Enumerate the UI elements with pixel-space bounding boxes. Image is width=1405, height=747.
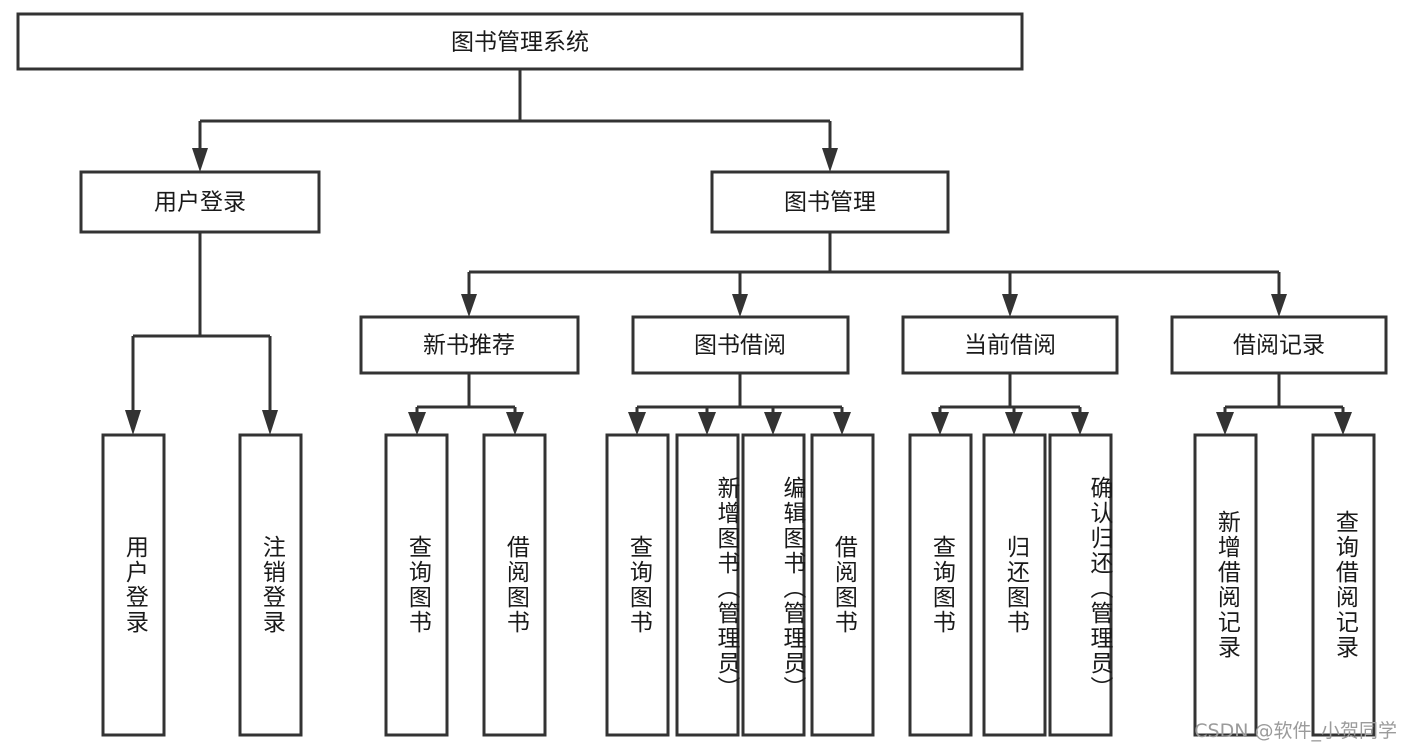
leaf-borrow-book-2-box[interactable] xyxy=(810,433,875,737)
connector-group-book-borrow xyxy=(628,373,851,435)
leaf-borrow-book-1-box[interactable] xyxy=(482,433,547,737)
node-borrow-record-label: 借阅记录 xyxy=(1233,333,1325,359)
arrowhead-leaf-add-book-admin xyxy=(698,412,716,435)
leaf-confirm-return-admin-box[interactable] xyxy=(1048,433,1113,737)
arrowhead-current-borrow xyxy=(1002,294,1018,317)
leaf-query-book-2-box[interactable] xyxy=(605,433,670,737)
node-user-login-box[interactable] xyxy=(79,170,321,234)
leaf-query-book-3-box[interactable] xyxy=(908,433,973,737)
node-new-book-recommend-label: 新书推荐 xyxy=(423,333,515,359)
arrowhead-leaf-logout-login xyxy=(262,410,278,435)
connector-group-root xyxy=(192,69,838,172)
node-root-box[interactable] xyxy=(16,12,1024,71)
node-book-management-box[interactable] xyxy=(710,170,950,234)
arrowhead-leaf-query-book-2 xyxy=(628,412,646,435)
leaf-boxes-group xyxy=(101,433,1376,737)
node-current-borrow-box[interactable] xyxy=(901,315,1119,375)
arrowhead-leaf-user-login xyxy=(125,410,141,435)
arrowhead-book-borrow xyxy=(732,294,748,317)
arrowhead-leaf-add-borrow-record xyxy=(1216,412,1234,435)
connector-group-borrow-record xyxy=(1216,373,1352,435)
node-user-login[interactable]: 用户登录 xyxy=(79,170,321,234)
node-book-borrow-label: 图书借阅 xyxy=(694,333,786,359)
leaf-edit-book-admin-box[interactable] xyxy=(741,433,806,737)
connector-group-book-management xyxy=(461,232,1287,317)
arrowhead-book-management xyxy=(822,148,838,172)
arrowhead-leaf-query-borrow-record xyxy=(1334,412,1352,435)
node-borrow-record[interactable]: 借阅记录 xyxy=(1170,315,1388,375)
leaf-return-book-box[interactable] xyxy=(982,433,1047,737)
node-borrow-record-box[interactable] xyxy=(1170,315,1388,375)
arrowhead-leaf-query-book-3 xyxy=(931,412,949,435)
arrowhead-leaf-confirm-return-admin xyxy=(1071,412,1089,435)
node-current-borrow[interactable]: 当前借阅 xyxy=(901,315,1119,375)
arrowhead-leaf-borrow-book-1 xyxy=(506,412,524,435)
node-book-management-label: 图书管理 xyxy=(784,190,876,216)
node-user-login-label: 用户登录 xyxy=(154,190,246,216)
connector-group-current-borrow xyxy=(931,373,1089,435)
node-root-label: 图书管理系统 xyxy=(451,30,589,56)
arrowhead-leaf-borrow-book-2 xyxy=(833,412,851,435)
connector-group-user-login xyxy=(125,232,278,435)
node-book-management[interactable]: 图书管理 xyxy=(710,170,950,234)
node-book-borrow[interactable]: 图书借阅 xyxy=(631,315,850,375)
arrowhead-leaf-edit-book-admin xyxy=(764,412,782,435)
node-book-borrow-box[interactable] xyxy=(631,315,850,375)
arrowhead-borrow-record xyxy=(1271,294,1287,317)
node-root[interactable]: 图书管理系统 xyxy=(16,12,1024,71)
leaf-query-borrow-record-box[interactable] xyxy=(1311,433,1376,737)
leaf-logout-login-box[interactable] xyxy=(238,433,303,737)
leaf-query-book-1-box[interactable] xyxy=(384,433,449,737)
arrowhead-user-login xyxy=(192,148,208,172)
arrowhead-leaf-query-book-1 xyxy=(408,412,426,435)
leaf-user-login-box[interactable] xyxy=(101,433,166,737)
leaf-add-borrow-record-box[interactable] xyxy=(1193,433,1258,737)
arrowhead-leaf-return-book xyxy=(1005,412,1023,435)
csdn-watermark: CSDN @软件_小贺同学 xyxy=(1194,720,1397,742)
connector-group-new-book-recommend xyxy=(408,373,524,435)
arrowhead-new-book-recommend xyxy=(461,294,477,317)
node-new-book-recommend[interactable]: 新书推荐 xyxy=(359,315,580,375)
node-new-book-recommend-box[interactable] xyxy=(359,315,580,375)
leaf-add-book-admin-box[interactable] xyxy=(675,433,740,737)
node-current-borrow-label: 当前借阅 xyxy=(964,333,1056,359)
